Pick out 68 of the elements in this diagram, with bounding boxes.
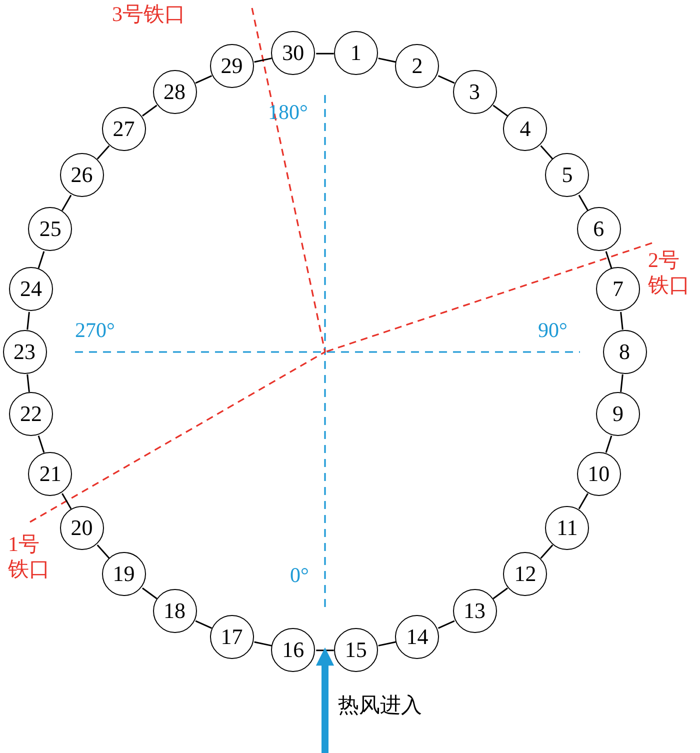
numbered-circle: 23: [2, 330, 46, 374]
connector-line: [62, 194, 72, 211]
numbered-circle: 2: [395, 44, 440, 88]
numbered-circle: 8: [602, 330, 646, 374]
numbered-circle: 15: [334, 628, 378, 672]
connector-line: [540, 145, 554, 160]
numbered-circle: 14: [395, 614, 440, 659]
connector-line: [142, 104, 158, 116]
numbered-circle: 25: [28, 207, 72, 252]
numbered-circle: 24: [9, 267, 54, 312]
numbered-circle: 13: [452, 589, 496, 634]
numbered-circle: 1: [334, 31, 378, 76]
diagram-label: 2号铁口: [648, 248, 691, 298]
diagram-label: 0°: [290, 563, 309, 588]
numbered-circle: 16: [271, 628, 316, 672]
diagram-label: 90°: [538, 318, 568, 344]
connector-line: [438, 75, 455, 84]
numbered-circle: 5: [545, 153, 590, 198]
numbered-circle: 27: [102, 106, 146, 151]
numbered-circle: 28: [152, 70, 196, 114]
numbered-circle: 19: [102, 552, 146, 596]
numbered-circle: 7: [596, 267, 640, 312]
diagram-label: 180°: [268, 100, 308, 126]
numbered-circle: 30: [271, 31, 316, 76]
numbered-circle: 11: [545, 506, 590, 550]
connector-line: [316, 52, 334, 54]
numbered-circle: 29: [210, 44, 254, 88]
connector-line: [254, 58, 272, 63]
connector-line: [26, 374, 30, 392]
connector-line: [378, 641, 396, 646]
connector-line: [438, 620, 455, 629]
connector-line: [26, 312, 30, 330]
connector-line: [605, 436, 612, 453]
connector-line: [578, 194, 588, 211]
connector-line: [38, 251, 45, 268]
connector-line: [492, 104, 508, 116]
numbered-circle: 9: [596, 392, 640, 436]
connector-line: [38, 436, 45, 453]
connector-line: [195, 75, 212, 84]
connector-line: [316, 650, 334, 652]
connector-line: [605, 251, 612, 268]
connector-line: [195, 620, 212, 629]
diagram-label: 1号铁口: [8, 532, 51, 582]
diagram-label: 热风进入: [338, 693, 422, 718]
connector-line: [96, 544, 110, 559]
numbered-circle: 12: [503, 552, 548, 596]
connector-line: [254, 641, 272, 646]
connector-line: [96, 145, 110, 160]
numbered-circle: 18: [152, 589, 196, 634]
connector-line: [540, 544, 554, 559]
numbered-circle: 4: [503, 106, 548, 151]
connector-line: [378, 58, 396, 63]
connector-line: [142, 588, 158, 600]
numbered-circle: 6: [576, 207, 621, 252]
connector-line: [578, 493, 588, 510]
connector-line: [62, 493, 72, 510]
connector-line: [620, 374, 624, 392]
numbered-circle: 17: [210, 614, 254, 659]
numbered-circle: 10: [576, 452, 621, 496]
connector-line: [492, 588, 508, 600]
connector-line: [620, 312, 624, 330]
numbered-circle: 20: [60, 506, 104, 550]
numbered-circle: 26: [60, 153, 104, 198]
numbered-circle: 3: [452, 70, 496, 114]
numbered-circle: 22: [9, 392, 54, 436]
diagram-label: 3号铁口: [112, 2, 186, 28]
numbered-circle: 21: [28, 452, 72, 496]
diagram-label: 270°: [75, 318, 115, 344]
